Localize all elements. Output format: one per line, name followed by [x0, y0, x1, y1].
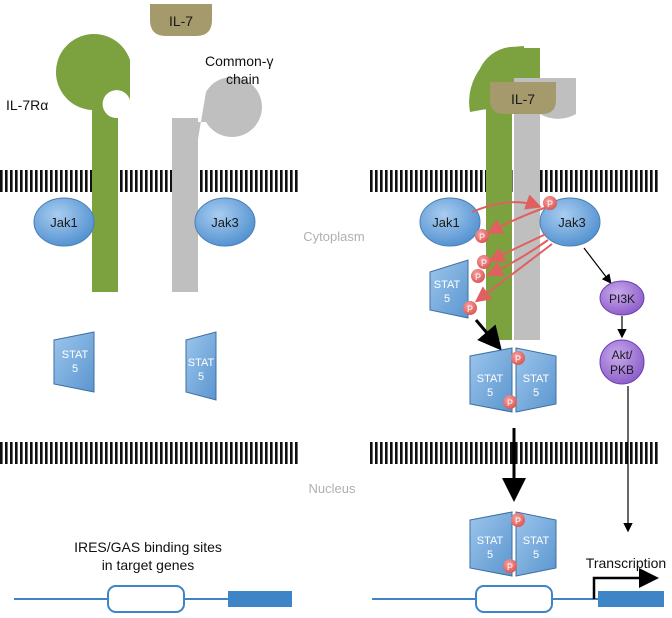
gene-block-left — [228, 591, 292, 607]
nucleus-label: Nucleus — [309, 481, 356, 496]
phospho-group-activation: P P P P P — [463, 196, 557, 315]
jak3-right: Jak3 — [539, 197, 601, 247]
akt-label-line2: PKB — [610, 363, 634, 377]
jak1-right: Jak1 — [419, 197, 481, 247]
jak1-label-right: Jak1 — [432, 215, 459, 230]
stat5-label-left-2a: STAT — [188, 357, 215, 369]
stat5-monomer-left-1: STAT 5 — [53, 331, 95, 393]
cell-membrane-left-c — [198, 170, 298, 192]
phospho-label-9: P — [507, 562, 513, 572]
stat5-label-dimer1-a: STAT — [477, 373, 504, 385]
arrow-jak3-to-pi3k — [583, 247, 612, 284]
arrow-dimerization — [474, 319, 502, 351]
stat5-label-dimer2-b: 5 — [487, 549, 493, 561]
binding-sites-label-line2: in target genes — [102, 557, 195, 573]
stat5-receptor-bound: STAT 5 — [429, 259, 469, 319]
il7r-alpha-chain-left — [55, 34, 130, 292]
transcription-label: Transcription — [586, 555, 666, 571]
pi3k-node: PI3K — [599, 280, 645, 316]
jak3-label-left: Jak3 — [211, 215, 238, 230]
pi3k-label: PI3K — [609, 292, 635, 306]
stat5-label-bound-a: STAT — [434, 279, 461, 291]
common-gamma-chain-left — [172, 77, 262, 292]
binding-site-box-left — [107, 585, 185, 613]
cell-membrane-right-b — [512, 170, 514, 192]
binding-site-box-right — [475, 585, 553, 613]
jak3-label-right: Jak3 — [558, 215, 585, 230]
gene-block-right — [598, 591, 664, 607]
stat5-label-left-2b: 5 — [198, 371, 204, 383]
common-gamma-label-line1: Common-γ — [205, 53, 273, 69]
il7-label-right: IL-7 — [511, 91, 535, 107]
il7-ligand-left: IL-7 — [150, 4, 212, 36]
phospho-label-8: P — [515, 516, 521, 526]
akt-pkb-node: Akt/ PKB — [599, 339, 645, 385]
stat5-dimer-nucleus: STAT 5 STAT 5 P P — [469, 511, 557, 577]
phospho-label-5: P — [467, 304, 473, 314]
phospho-label-4: P — [475, 272, 481, 282]
jak1-left: Jak1 — [33, 197, 95, 247]
stat5-label-dimer2-a: STAT — [477, 535, 504, 547]
stat5-label-bound-b: 5 — [444, 293, 450, 305]
stat5-label-left-1a: STAT — [62, 349, 89, 361]
stat5-label-dimer1-c: STAT — [523, 373, 550, 385]
right-panel: IL-7 Jak1 Jak3 STAT 5 — [370, 46, 666, 613]
cell-membrane-right-c — [540, 170, 660, 192]
nuclear-membrane-left — [0, 442, 298, 464]
il7-label-left: IL-7 — [169, 13, 193, 29]
akt-label-line1: Akt/ — [612, 348, 633, 362]
stat5-label-dimer2-c: STAT — [523, 535, 550, 547]
dna-left — [14, 585, 292, 613]
stat5-monomer-left-2: STAT 5 — [185, 331, 217, 401]
stat5-label-left-1b: 5 — [72, 363, 78, 375]
cell-membrane-left-b — [118, 170, 172, 192]
il7-ligand-right: IL-7 — [490, 82, 556, 114]
phospho-label-2: P — [479, 232, 485, 242]
phospho-label-7: P — [507, 398, 513, 408]
stat5-label-dimer1-d: 5 — [533, 387, 539, 399]
il7r-alpha-label: IL-7Rα — [6, 97, 48, 113]
phosphorylation-arrows — [471, 194, 553, 303]
phospho-label-3: P — [481, 258, 487, 268]
cytoplasm-label: Cytoplasm — [303, 229, 364, 244]
phospho-label-1: P — [547, 199, 553, 209]
cell-membrane-right-a — [370, 170, 486, 192]
binding-sites-label-line1: IRES/GAS binding sites — [74, 539, 222, 555]
stat5-dimer-cytoplasm: STAT 5 STAT 5 P P — [469, 347, 557, 413]
stat5-label-dimer1-b: 5 — [487, 387, 493, 399]
dna-right — [372, 568, 664, 613]
phospho-label-6: P — [515, 354, 521, 364]
jak1-label-left: Jak1 — [50, 215, 77, 230]
cell-membrane-left-a — [0, 170, 92, 192]
left-panel: IL-7 IL-7Rα Common-γ chain Jak1 Jak3 STA — [0, 4, 298, 613]
transcription-start-arrow — [592, 568, 659, 599]
common-gamma-label-line2: chain — [226, 71, 259, 87]
jak3-left: Jak3 — [194, 197, 256, 247]
stat5-label-dimer2-d: 5 — [533, 549, 539, 561]
